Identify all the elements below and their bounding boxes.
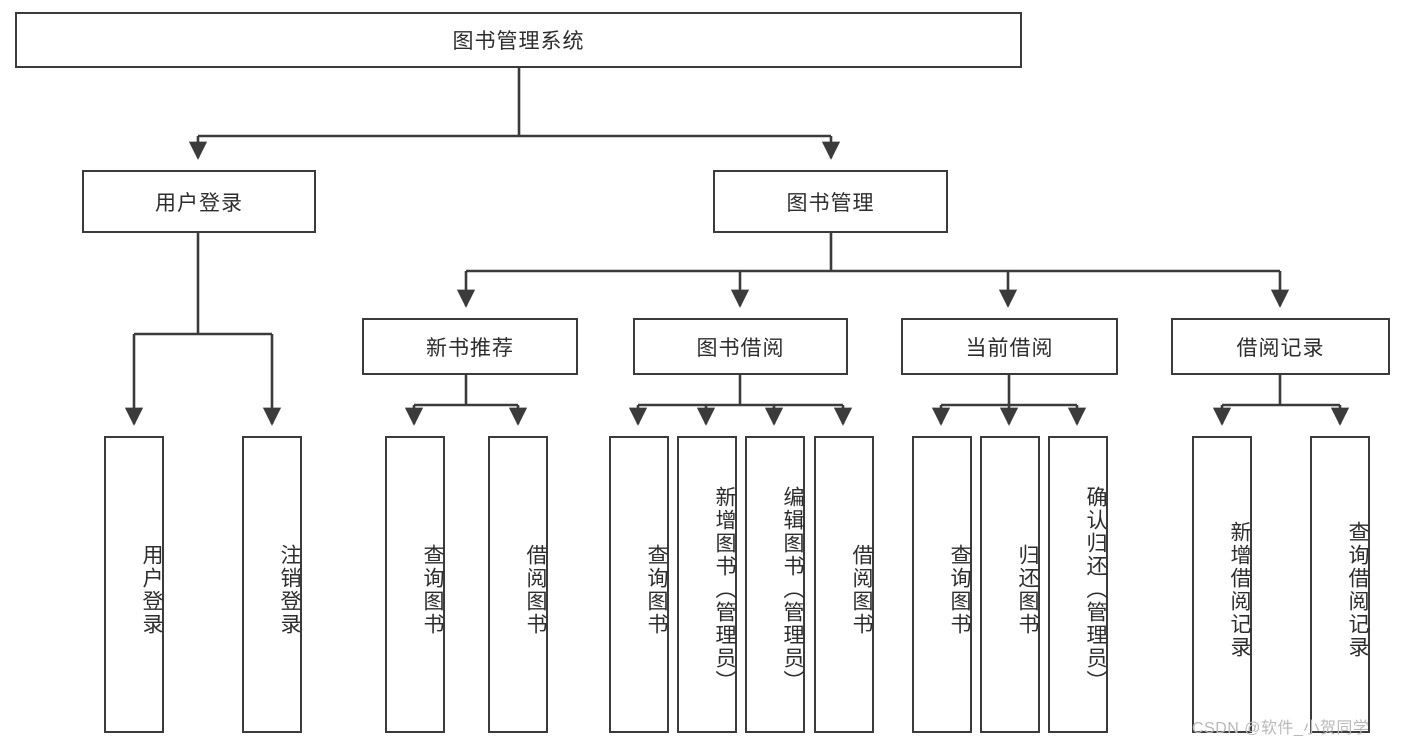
- node-label: 借阅记录: [1236, 336, 1325, 360]
- node-leaf-add-borrow-record[interactable]: 新增借阅记录: [1192, 436, 1252, 733]
- node-label: 编辑图书（管理员）: [781, 486, 804, 693]
- node-new-book-recommendation[interactable]: 新书推荐: [362, 318, 578, 375]
- node-label: 借阅图书: [850, 543, 873, 636]
- node-leaf-borrow-add-book[interactable]: 新增图书（管理员）: [677, 436, 737, 733]
- node-leaf-user-login[interactable]: 用户登录: [104, 436, 164, 733]
- node-label: 查询图书: [948, 543, 971, 636]
- node-label: 查询图书: [645, 543, 668, 636]
- node-label: 图书借阅: [696, 336, 785, 360]
- node-label: 新增图书（管理员）: [713, 486, 736, 693]
- node-leaf-logout[interactable]: 注销登录: [242, 436, 302, 733]
- node-leaf-query-borrow-record[interactable]: 查询借阅记录: [1310, 436, 1370, 733]
- node-label: 用户登录: [140, 543, 163, 636]
- node-leaf-cur-confirm-return[interactable]: 确认归还（管理员）: [1048, 436, 1108, 733]
- node-root-book-management-system[interactable]: 图书管理系统: [15, 12, 1022, 68]
- node-leaf-borrow-borrow-book[interactable]: 借阅图书: [814, 436, 874, 733]
- node-book-borrowing[interactable]: 图书借阅: [633, 318, 848, 375]
- node-leaf-borrow-query-book[interactable]: 查询图书: [609, 436, 669, 733]
- node-user-login[interactable]: 用户登录: [82, 170, 316, 233]
- node-label: 借阅图书: [524, 543, 547, 636]
- node-label: 确认归还（管理员）: [1084, 486, 1107, 693]
- node-label: 注销登录: [278, 543, 301, 636]
- node-leaf-rec-query-book[interactable]: 查询图书: [385, 436, 445, 733]
- node-borrowing-record[interactable]: 借阅记录: [1171, 318, 1390, 375]
- node-label: 新书推荐: [426, 336, 514, 360]
- node-leaf-rec-borrow-book[interactable]: 借阅图书: [488, 436, 548, 733]
- node-label: 用户登录: [155, 191, 243, 215]
- node-label: 查询图书: [421, 543, 444, 636]
- node-book-management[interactable]: 图书管理: [713, 170, 948, 233]
- node-leaf-borrow-edit-book[interactable]: 编辑图书（管理员）: [745, 436, 805, 733]
- csdn-watermark: CSDN @软件_小贺同学: [1192, 720, 1370, 737]
- node-leaf-cur-return-book[interactable]: 归还图书: [980, 436, 1040, 733]
- node-current-borrowing[interactable]: 当前借阅: [901, 318, 1118, 375]
- node-label: 归还图书: [1016, 543, 1039, 636]
- node-label: 图书管理系统: [452, 30, 585, 53]
- node-label: 当前借阅: [965, 336, 1054, 360]
- node-leaf-cur-query-book[interactable]: 查询图书: [912, 436, 972, 733]
- node-label: 查询借阅记录: [1346, 520, 1369, 659]
- node-label: 图书管理: [786, 191, 875, 215]
- node-label: 新增借阅记录: [1228, 520, 1251, 659]
